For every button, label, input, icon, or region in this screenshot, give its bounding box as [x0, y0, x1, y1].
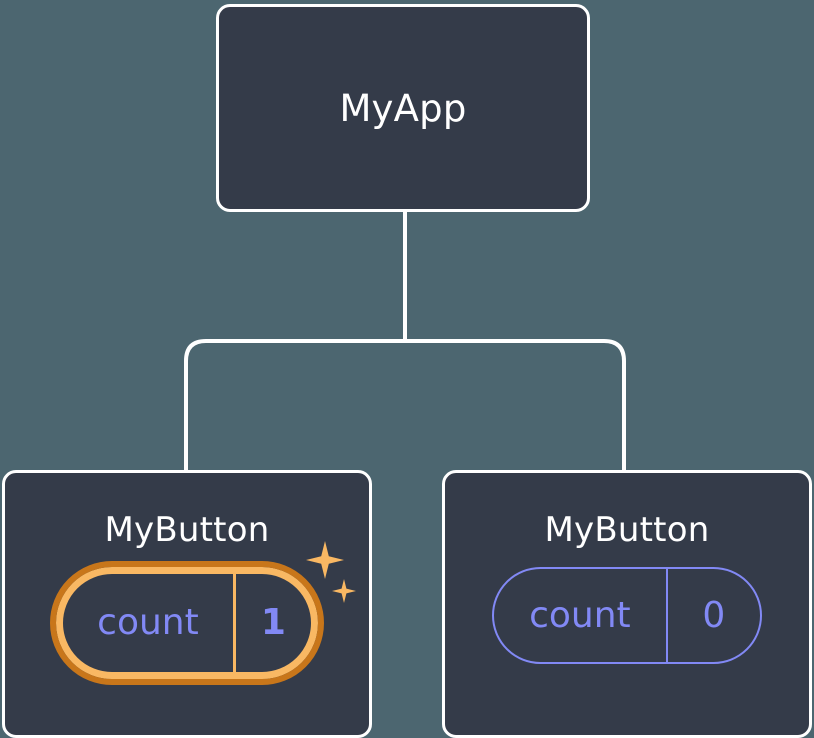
node-mybutton-right[interactable]: MyButton count 0	[442, 470, 812, 738]
state-pill-wrap-right: count 0	[492, 567, 762, 664]
state-pill-key-left: count	[97, 602, 199, 643]
state-pill-wrap-left: count 1	[50, 541, 356, 685]
sparkle-large-icon	[306, 541, 344, 579]
connector-branch-right	[405, 339, 626, 472]
state-pill-value-left: 1	[260, 602, 286, 643]
state-pill-divider-right	[665, 569, 668, 662]
node-myapp-title: MyApp	[339, 86, 467, 130]
state-pill-count-plain[interactable]: count 0	[492, 567, 762, 664]
state-pill-count-highlighted[interactable]: count 1	[50, 561, 324, 685]
node-mybutton-left[interactable]: MyButton count 1	[2, 470, 372, 738]
connector-branch-left	[184, 339, 405, 472]
sparkle-small-icon	[332, 579, 356, 603]
state-pill-key-right: count	[529, 594, 631, 636]
state-pill-value-right: 0	[702, 594, 726, 636]
node-myapp[interactable]: MyApp	[216, 4, 590, 212]
state-pill-divider-left	[232, 574, 236, 672]
node-mybutton-right-title: MyButton	[544, 510, 710, 550]
node-mybutton-left-title: MyButton	[104, 510, 270, 550]
